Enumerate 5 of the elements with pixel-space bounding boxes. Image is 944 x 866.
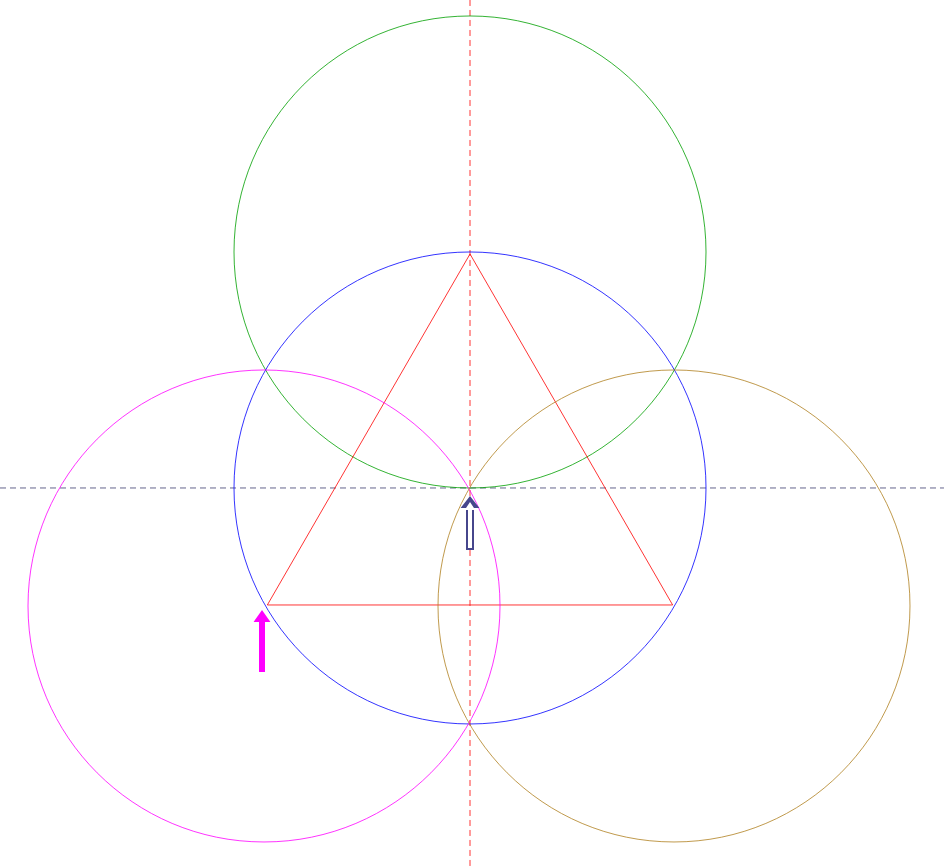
circle (437, 369, 911, 843)
circle (233, 251, 707, 725)
triangle (266, 253, 674, 606)
circle (27, 369, 501, 843)
circle (233, 15, 707, 489)
